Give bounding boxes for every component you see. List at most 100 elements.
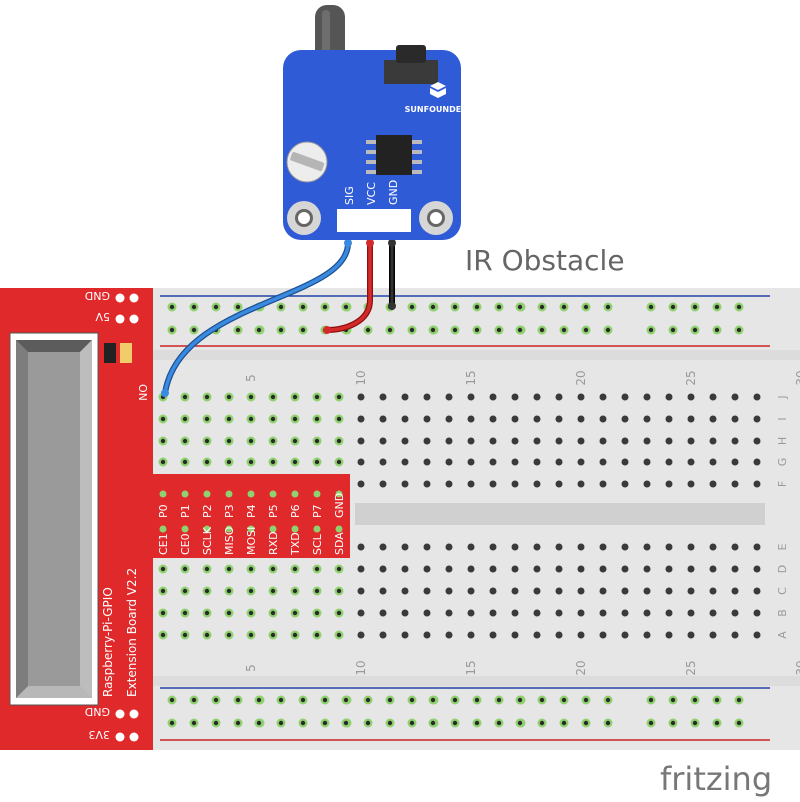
- breadboard-hole: [379, 480, 387, 488]
- module-board: [283, 50, 461, 240]
- pin-label-gnd: GND: [387, 180, 400, 205]
- ir-receiver: [384, 60, 438, 84]
- header-label-top: P4: [245, 504, 258, 518]
- header-pin: [159, 525, 167, 533]
- breadboard-hole: [423, 543, 431, 551]
- breadboard-hole: [731, 480, 739, 488]
- column-number-bottom: 15: [464, 660, 478, 675]
- breadboard-hole: [357, 631, 365, 639]
- breadboard-hole: [489, 543, 497, 551]
- breadboard-hole: [621, 587, 629, 595]
- breadboard-hole: [511, 480, 519, 488]
- breadboard-hole: [423, 609, 431, 617]
- power-led: [120, 343, 132, 363]
- breadboard-hole: [665, 631, 673, 639]
- breadboard-hole: [577, 543, 585, 551]
- power-pads-top: GND 5V: [85, 289, 139, 324]
- breadboard-hole: [489, 609, 497, 617]
- breadboard-hole: [467, 631, 475, 639]
- pin-label-sig: SIG: [343, 186, 356, 205]
- breadboard-hole: [445, 587, 453, 595]
- row-letter: B: [776, 609, 789, 617]
- breadboard-hole: [511, 587, 519, 595]
- breadboard-hole: [467, 609, 475, 617]
- breadboard-hole: [577, 609, 585, 617]
- breadboard-hole: [731, 393, 739, 401]
- header-label-bottom: SCL: [311, 533, 324, 555]
- breadboard-hole: [489, 631, 497, 639]
- breadboard-hole: [687, 458, 695, 466]
- row-letter: A: [776, 631, 789, 639]
- row-letter: D: [776, 565, 789, 573]
- breadboard-hole: [379, 543, 387, 551]
- extension-board: ON GND 5V GND 3V3 Raspberry-Pi-GPIO Exte…: [0, 288, 153, 750]
- row-letter: I: [776, 417, 789, 420]
- breadboard-hole: [643, 415, 651, 423]
- breadboard-hole: [687, 587, 695, 595]
- switch-label: ON: [136, 384, 149, 401]
- wire-sig: [163, 241, 350, 395]
- power-label-5v: 5V: [95, 310, 110, 323]
- breadboard-hole: [511, 543, 519, 551]
- breadboard-hole: [423, 415, 431, 423]
- breadboard-hole: [445, 631, 453, 639]
- breadboard-hole: [577, 458, 585, 466]
- breadboard-hole: [357, 543, 365, 551]
- breadboard-hole: [687, 543, 695, 551]
- breadboard-hole: [687, 480, 695, 488]
- row-letter: G: [776, 458, 789, 467]
- header-pin: [203, 490, 211, 498]
- header-label-top: GND: [333, 493, 346, 518]
- breadboard-hole: [687, 393, 695, 401]
- breadboard-hole: [709, 565, 717, 573]
- row-letter: J: [776, 395, 789, 399]
- breadboard-hole: [687, 437, 695, 445]
- breadboard-hole: [665, 609, 673, 617]
- breadboard-hole: [357, 393, 365, 401]
- breadboard-hole: [357, 415, 365, 423]
- breadboard-hole: [643, 480, 651, 488]
- column-number-bottom: 10: [354, 660, 368, 675]
- breadboard-hole: [709, 631, 717, 639]
- breadboard-hole: [599, 480, 607, 488]
- column-number-top: 30: [794, 370, 800, 385]
- header-pin: [225, 490, 233, 498]
- breadboard-hole: [577, 631, 585, 639]
- power-label-gnd-top: GND: [85, 289, 110, 302]
- breadboard-hole: [687, 565, 695, 573]
- breadboard-hole: [687, 415, 695, 423]
- breadboard-hole: [753, 415, 761, 423]
- breadboard-hole: [445, 458, 453, 466]
- breadboard-hole: [423, 631, 431, 639]
- breadboard-hole: [665, 565, 673, 573]
- breadboard-hole: [555, 415, 563, 423]
- header-label-top: P3: [223, 504, 236, 518]
- breadboard-hole: [709, 393, 717, 401]
- breadboard-hole: [753, 437, 761, 445]
- breadboard-hole: [709, 587, 717, 595]
- header-pin: [247, 525, 255, 533]
- breadboard-hole: [577, 480, 585, 488]
- wires: [161, 239, 396, 397]
- breadboard-hole: [533, 631, 541, 639]
- breadboard-hole: [731, 415, 739, 423]
- breadboard-hole: [423, 458, 431, 466]
- breadboard-hole: [577, 587, 585, 595]
- breadboard-hole: [643, 437, 651, 445]
- breadboard-hole: [643, 609, 651, 617]
- header-label-bottom: CE1: [157, 533, 170, 555]
- breadboard-hole: [379, 587, 387, 595]
- breadboard-hole: [379, 565, 387, 573]
- breadboard-hole: [709, 458, 717, 466]
- breadboard-hole: [555, 587, 563, 595]
- breadboard-hole: [753, 631, 761, 639]
- breadboard-hole: [731, 458, 739, 466]
- header-pin: [313, 525, 321, 533]
- header-pin: [203, 525, 211, 533]
- board-name-line2: Extension Board V2.2: [125, 568, 139, 697]
- row-letter: C: [776, 587, 789, 595]
- breadboard-hole: [445, 609, 453, 617]
- breadboard-hole: [731, 587, 739, 595]
- breadboard-hole: [753, 609, 761, 617]
- power-label-3v3: 3V3: [88, 728, 110, 741]
